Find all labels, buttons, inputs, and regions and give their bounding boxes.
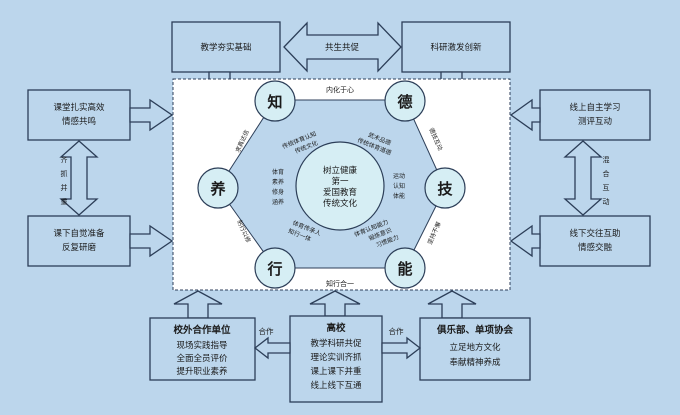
up-arrow-right — [427, 290, 477, 319]
arrow-cooperation-left: 合作 — [253, 326, 291, 360]
svg-text:体能: 体能 — [393, 192, 405, 200]
arrow-right-top-into-frame — [509, 98, 541, 132]
svg-text:树立健康: 树立健康 — [323, 165, 358, 176]
svg-text:德: 德 — [397, 93, 412, 111]
svg-text:技: 技 — [437, 180, 453, 198]
svg-text:线下交往互助: 线下交往互助 — [569, 228, 620, 239]
svg-text:合作: 合作 — [389, 326, 404, 336]
edge-bottom: 知行合一 — [326, 279, 354, 288]
svg-text:并: 并 — [61, 183, 68, 192]
svg-text:重: 重 — [61, 198, 68, 206]
svg-text:课堂扎实高效: 课堂扎实高效 — [53, 102, 105, 113]
node-yang: 养 — [197, 167, 239, 209]
svg-text:齐: 齐 — [61, 155, 68, 164]
svg-text:互: 互 — [603, 184, 610, 192]
svg-text:知: 知 — [267, 93, 282, 111]
svg-text:爱国教育: 爱国教育 — [323, 187, 357, 198]
box-research-label: 科研激发创新 — [430, 42, 482, 53]
box-university: 高校 教学科研共促 理论实训齐抓 课上课下并重 线上线下互通 — [289, 315, 383, 403]
svg-text:立足地方文化: 立足地方文化 — [449, 342, 501, 353]
center-text: 树立健康 第一 爱国教育 传统文化 — [323, 165, 358, 209]
svg-text:抓: 抓 — [61, 169, 68, 178]
svg-text:线上自主学习: 线上自主学习 — [569, 102, 620, 113]
node-neng: 能 — [384, 247, 426, 289]
svg-text:教学科研共促: 教学科研共促 — [310, 338, 362, 349]
box-classroom: 课堂扎实高效 情感共鸣 — [27, 89, 131, 141]
svg-text:课下自觉准备: 课下自觉准备 — [53, 228, 105, 239]
node-ji: 技 — [424, 167, 466, 209]
svg-text:奉献精神养成: 奉献精神养成 — [449, 357, 501, 368]
svg-text:理论实训齐抓: 理论实训齐抓 — [310, 352, 362, 363]
right-arrow-label: 混 合 互 动 — [603, 155, 610, 206]
arrow-left-top-into-frame — [129, 98, 174, 132]
center-circle — [295, 141, 385, 231]
svg-text:行: 行 — [266, 260, 282, 278]
box-after-class: 课下自觉准备 反复研磨 — [27, 215, 131, 267]
edge-top: 内化于心 — [326, 85, 354, 94]
double-arrow-horizontal: 共生共促 — [283, 21, 402, 73]
svg-text:运动: 运动 — [393, 172, 405, 180]
left-arrow-label: 齐 抓 并 重 — [61, 155, 68, 206]
svg-text:俱乐部、单项协会: 俱乐部、单项协会 — [436, 324, 514, 336]
svg-text:涵养: 涵养 — [272, 198, 284, 206]
svg-text:测评互动: 测评互动 — [578, 116, 613, 127]
svg-text:校外合作单位: 校外合作单位 — [173, 324, 231, 336]
box-clubs: 俱乐部、单项协会 立足地方文化 奉献精神养成 — [419, 317, 531, 381]
svg-text:高校: 高校 — [326, 322, 346, 334]
box-teaching: 教学夯实基础 — [171, 21, 281, 73]
svg-text:情感共鸣: 情感共鸣 — [62, 116, 96, 127]
arrow-right-bottom-into-frame — [509, 224, 541, 258]
box-research: 科研激发创新 — [401, 21, 511, 73]
svg-text:动: 动 — [603, 197, 610, 206]
up-arrow-center — [309, 290, 361, 317]
svg-text:混: 混 — [603, 155, 610, 164]
node-xing: 行 — [254, 247, 296, 289]
inner-right: 运动 认知 体能 — [393, 172, 405, 200]
svg-text:现场实践指导: 现场实践指导 — [176, 340, 228, 351]
svg-text:修身: 修身 — [272, 188, 284, 196]
arrow-label: 共生共促 — [325, 42, 360, 53]
svg-text:素养: 素养 — [272, 178, 284, 186]
node-zhi: 知 — [254, 80, 296, 122]
svg-text:传统文化: 传统文化 — [323, 198, 358, 209]
svg-text:反复研磨: 反复研磨 — [62, 242, 97, 253]
svg-text:合作: 合作 — [259, 326, 274, 336]
arrow-cooperation-right: 合作 — [381, 326, 422, 360]
svg-text:提升职业素养: 提升职业素养 — [176, 366, 228, 377]
svg-text:全面全员评价: 全面全员评价 — [176, 353, 228, 364]
arrow-left-bottom-into-frame — [129, 224, 174, 258]
box-online: 线上自主学习 测评互动 — [539, 89, 651, 141]
svg-text:合: 合 — [603, 169, 610, 178]
box-teaching-label: 教学夯实基础 — [200, 42, 251, 53]
box-offline: 线下交往互助 情感交融 — [539, 215, 651, 267]
svg-text:课上课下并重: 课上课下并重 — [310, 366, 362, 377]
svg-text:养: 养 — [209, 180, 226, 198]
inner-left: 体育 素养 修身 涵养 — [272, 168, 284, 206]
up-arrow-left — [173, 290, 223, 319]
svg-text:线上线下互通: 线上线下互通 — [310, 380, 362, 391]
double-arrow-left-vertical — [59, 140, 99, 216]
box-external-partner: 校外合作单位 现场实践指导 全面全员评价 提升职业素养 — [149, 317, 256, 381]
double-arrow-right-vertical — [563, 140, 603, 216]
svg-text:体育: 体育 — [272, 168, 284, 176]
svg-text:第一: 第一 — [331, 176, 349, 187]
svg-text:情感交融: 情感交融 — [578, 242, 613, 253]
svg-text:能: 能 — [397, 260, 412, 278]
svg-text:认知: 认知 — [393, 182, 405, 190]
node-de: 德 — [384, 80, 426, 122]
